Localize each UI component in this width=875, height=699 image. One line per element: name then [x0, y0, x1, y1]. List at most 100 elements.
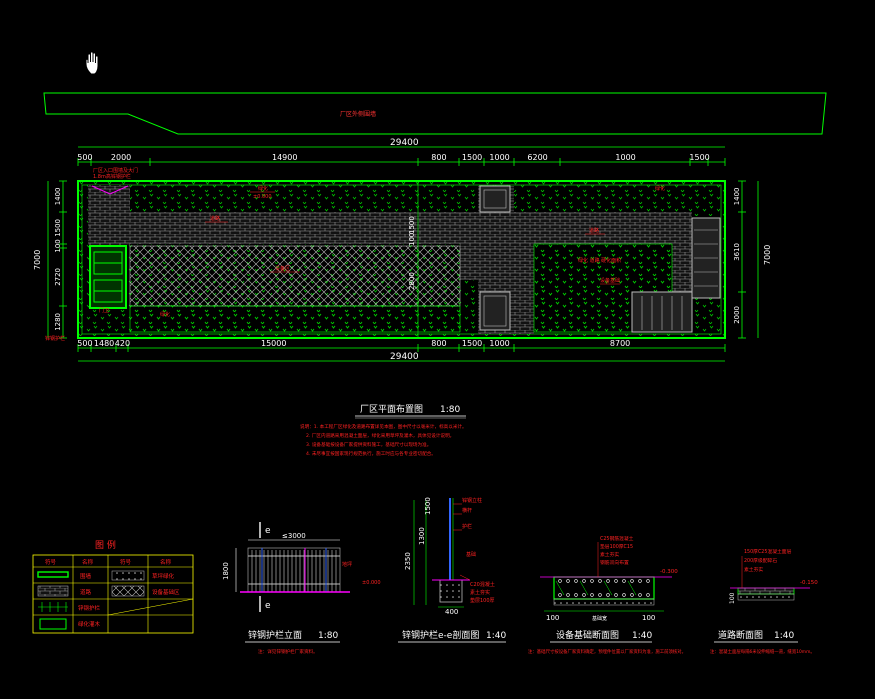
- legend-equipment-symbol: [111, 585, 145, 597]
- svg-text:绿化: 绿化: [258, 185, 268, 192]
- road-scale: 1:40: [774, 631, 794, 641]
- dim-label: 6200: [527, 153, 547, 162]
- section-title: 锌钢护栏e-e剖面图: [402, 629, 479, 641]
- gate-building: [89, 245, 127, 309]
- svg-text:C25钢筋混凝土: C25钢筋混凝土: [600, 535, 634, 542]
- dim-label: 3610: [733, 243, 741, 261]
- svg-text:2800: 2800: [408, 272, 416, 290]
- svg-text:素土夯实: 素土夯实: [470, 589, 490, 596]
- cut-mark-bottom: e: [265, 601, 271, 611]
- svg-text:道路: 道路: [210, 215, 220, 222]
- dim-label: 800: [431, 153, 446, 162]
- svg-text:设备基础区: 设备基础区: [152, 588, 180, 596]
- plan-note-3: 3. 设备基础按设备厂家提供资料施工，基础尺寸以现场为准。: [306, 441, 431, 448]
- svg-text:设备区: 设备区: [275, 265, 290, 272]
- dim-label: 1500: [462, 153, 482, 162]
- svg-text:锌钢护栏: 锌钢护栏: [78, 604, 101, 612]
- legend-table: 图 例 符号 名称 符号 名称 围墙 草坪绿化 道路 设备基础区 锌钢护栏 绿化…: [32, 539, 194, 634]
- svg-text:绿化: 绿化: [655, 185, 665, 192]
- road-section: -0.150 150厚C25混凝土面层 200厚级配碎石 素土夯实 100 道路…: [710, 548, 818, 655]
- legend-grass-symbol: [111, 570, 145, 581]
- svg-text:2350: 2350: [404, 552, 412, 570]
- right-total-dim: 7000: [763, 245, 772, 265]
- equipment-pad-bottom: [479, 291, 511, 331]
- svg-text:垫层100厚: 垫层100厚: [470, 597, 495, 604]
- hand-pan-icon: [85, 51, 99, 75]
- dim-label: 2000: [111, 153, 131, 162]
- svg-text:护栏: 护栏: [462, 523, 472, 530]
- equip-title: 设备基础断面图: [556, 629, 619, 641]
- dim-label: 1500: [462, 339, 482, 348]
- dim-label: 1000: [489, 153, 509, 162]
- elev-scale: 1:80: [318, 631, 338, 641]
- site-boundary-label: 厂区外侧围墙: [340, 110, 376, 118]
- equipment-foundation-section: -0.300 C25钢筋混凝土 垫层100厚C15 素土夯实 钢筋双向布置 10…: [528, 535, 686, 655]
- dim-label: 1280: [54, 313, 62, 331]
- legend-shrub-symbol: [39, 618, 67, 630]
- bottom-total-dim: 29400: [390, 352, 419, 362]
- equipment-pad-top: [479, 185, 511, 213]
- road-note: 注：混凝土面层每隔6米设伸缩缝一道，缝宽10mm。: [710, 648, 815, 655]
- dim-label: 800: [431, 339, 446, 348]
- top-dimension-chain: 500 2000 14900 800 1500 1000 6200 1000 1500: [77, 153, 726, 166]
- dim-label: 1400: [733, 187, 741, 205]
- cut-mark-top: e: [265, 526, 271, 536]
- svg-text:150厚C25混凝土面层: 150厚C25混凝土面层: [744, 548, 792, 555]
- svg-text:素土夯实: 素土夯实: [600, 551, 619, 558]
- dim-label: 1000: [615, 153, 635, 162]
- svg-text:锌钢立柱: 锌钢立柱: [462, 497, 482, 504]
- svg-text:锌钢护栏: 锌钢护栏: [45, 335, 65, 342]
- svg-text:横杆: 横杆: [462, 507, 472, 514]
- svg-text:1500: 1500: [424, 497, 432, 515]
- dim-label: 2720: [54, 268, 62, 286]
- svg-text:±0.000: ±0.000: [253, 194, 272, 200]
- svg-text:1500: 1500: [408, 216, 416, 234]
- svg-text:绿化 道路 硬化面积: 绿化 道路 硬化面积: [578, 257, 621, 264]
- site-plan: 厂区外侧围墙 29400 500 2000 14900 800 1500 1000 6200…: [33, 92, 827, 362]
- site-boundary-line: [43, 92, 827, 135]
- dim-label: 1400: [54, 187, 62, 205]
- top-total-dim: 29400: [390, 138, 419, 148]
- svg-text:门卫: 门卫: [99, 307, 109, 314]
- svg-text:道路: 道路: [589, 227, 599, 234]
- dim-label: 1480: [94, 339, 114, 348]
- dim-label: 100: [54, 239, 62, 252]
- plan-annotations: 厂区入口围墙及大门 1.8m高锌钢护栏 绿化±0.000 道路 设备区 道路 绿…: [45, 167, 665, 342]
- elev-grade-label: 地坪: [342, 561, 352, 568]
- equipment-area-hatch: [129, 245, 461, 307]
- plan-note-1: 说明：1. 本工程厂区绿化及道路布置详见本图，图中尺寸以毫米计，标高以米计。: [300, 423, 467, 430]
- svg-text:名称: 名称: [82, 558, 94, 566]
- fence-section: 2350 1300 1500 400 锌钢立柱 横杆 护栏 基础 C20混凝土 …: [398, 497, 506, 643]
- dim-label: 500: [77, 153, 92, 162]
- svg-text:1.8m高锌钢护栏: 1.8m高锌钢护栏: [93, 173, 131, 180]
- svg-text:100: 100: [408, 233, 416, 246]
- plan-title-block: 厂区平面布置图 1:80 说明：1. 本工程厂区绿化及道路布置详见本图，图中尺寸…: [300, 403, 467, 457]
- dim-label: 2000: [733, 306, 741, 324]
- svg-text:绿化灌木: 绿化灌木: [78, 620, 101, 628]
- equip-scale: 1:40: [632, 631, 652, 641]
- middle-dims: 100 1500 2800: [408, 216, 416, 290]
- road-title: 道路断面图: [718, 629, 763, 641]
- svg-text:1300: 1300: [418, 527, 426, 545]
- svg-text:围墙: 围墙: [80, 572, 92, 580]
- svg-text:200厚级配碎石: 200厚级配碎石: [744, 557, 777, 564]
- dim-label: 1000: [489, 339, 509, 348]
- svg-text:符号: 符号: [45, 558, 57, 566]
- svg-text:道路: 道路: [80, 588, 92, 596]
- dim-label: 1500: [689, 153, 709, 162]
- dim-label: 420: [115, 339, 130, 348]
- svg-text:草坪绿化: 草坪绿化: [152, 572, 175, 580]
- fence-height-dim: 1800: [222, 562, 230, 580]
- svg-text:设备基础: 设备基础: [600, 277, 620, 284]
- svg-text:绿化: 绿化: [160, 311, 170, 318]
- svg-text:符号: 符号: [120, 558, 132, 566]
- legend-fence-symbol: [38, 602, 68, 612]
- section-width-dim: 400: [445, 608, 458, 616]
- svg-text:垫层100厚C15: 垫层100厚C15: [600, 543, 633, 550]
- dim-label: 14900: [272, 153, 297, 162]
- svg-text:100: 100: [729, 592, 736, 604]
- svg-text:名称: 名称: [160, 558, 172, 566]
- plan-title: 厂区平面布置图: [360, 403, 423, 415]
